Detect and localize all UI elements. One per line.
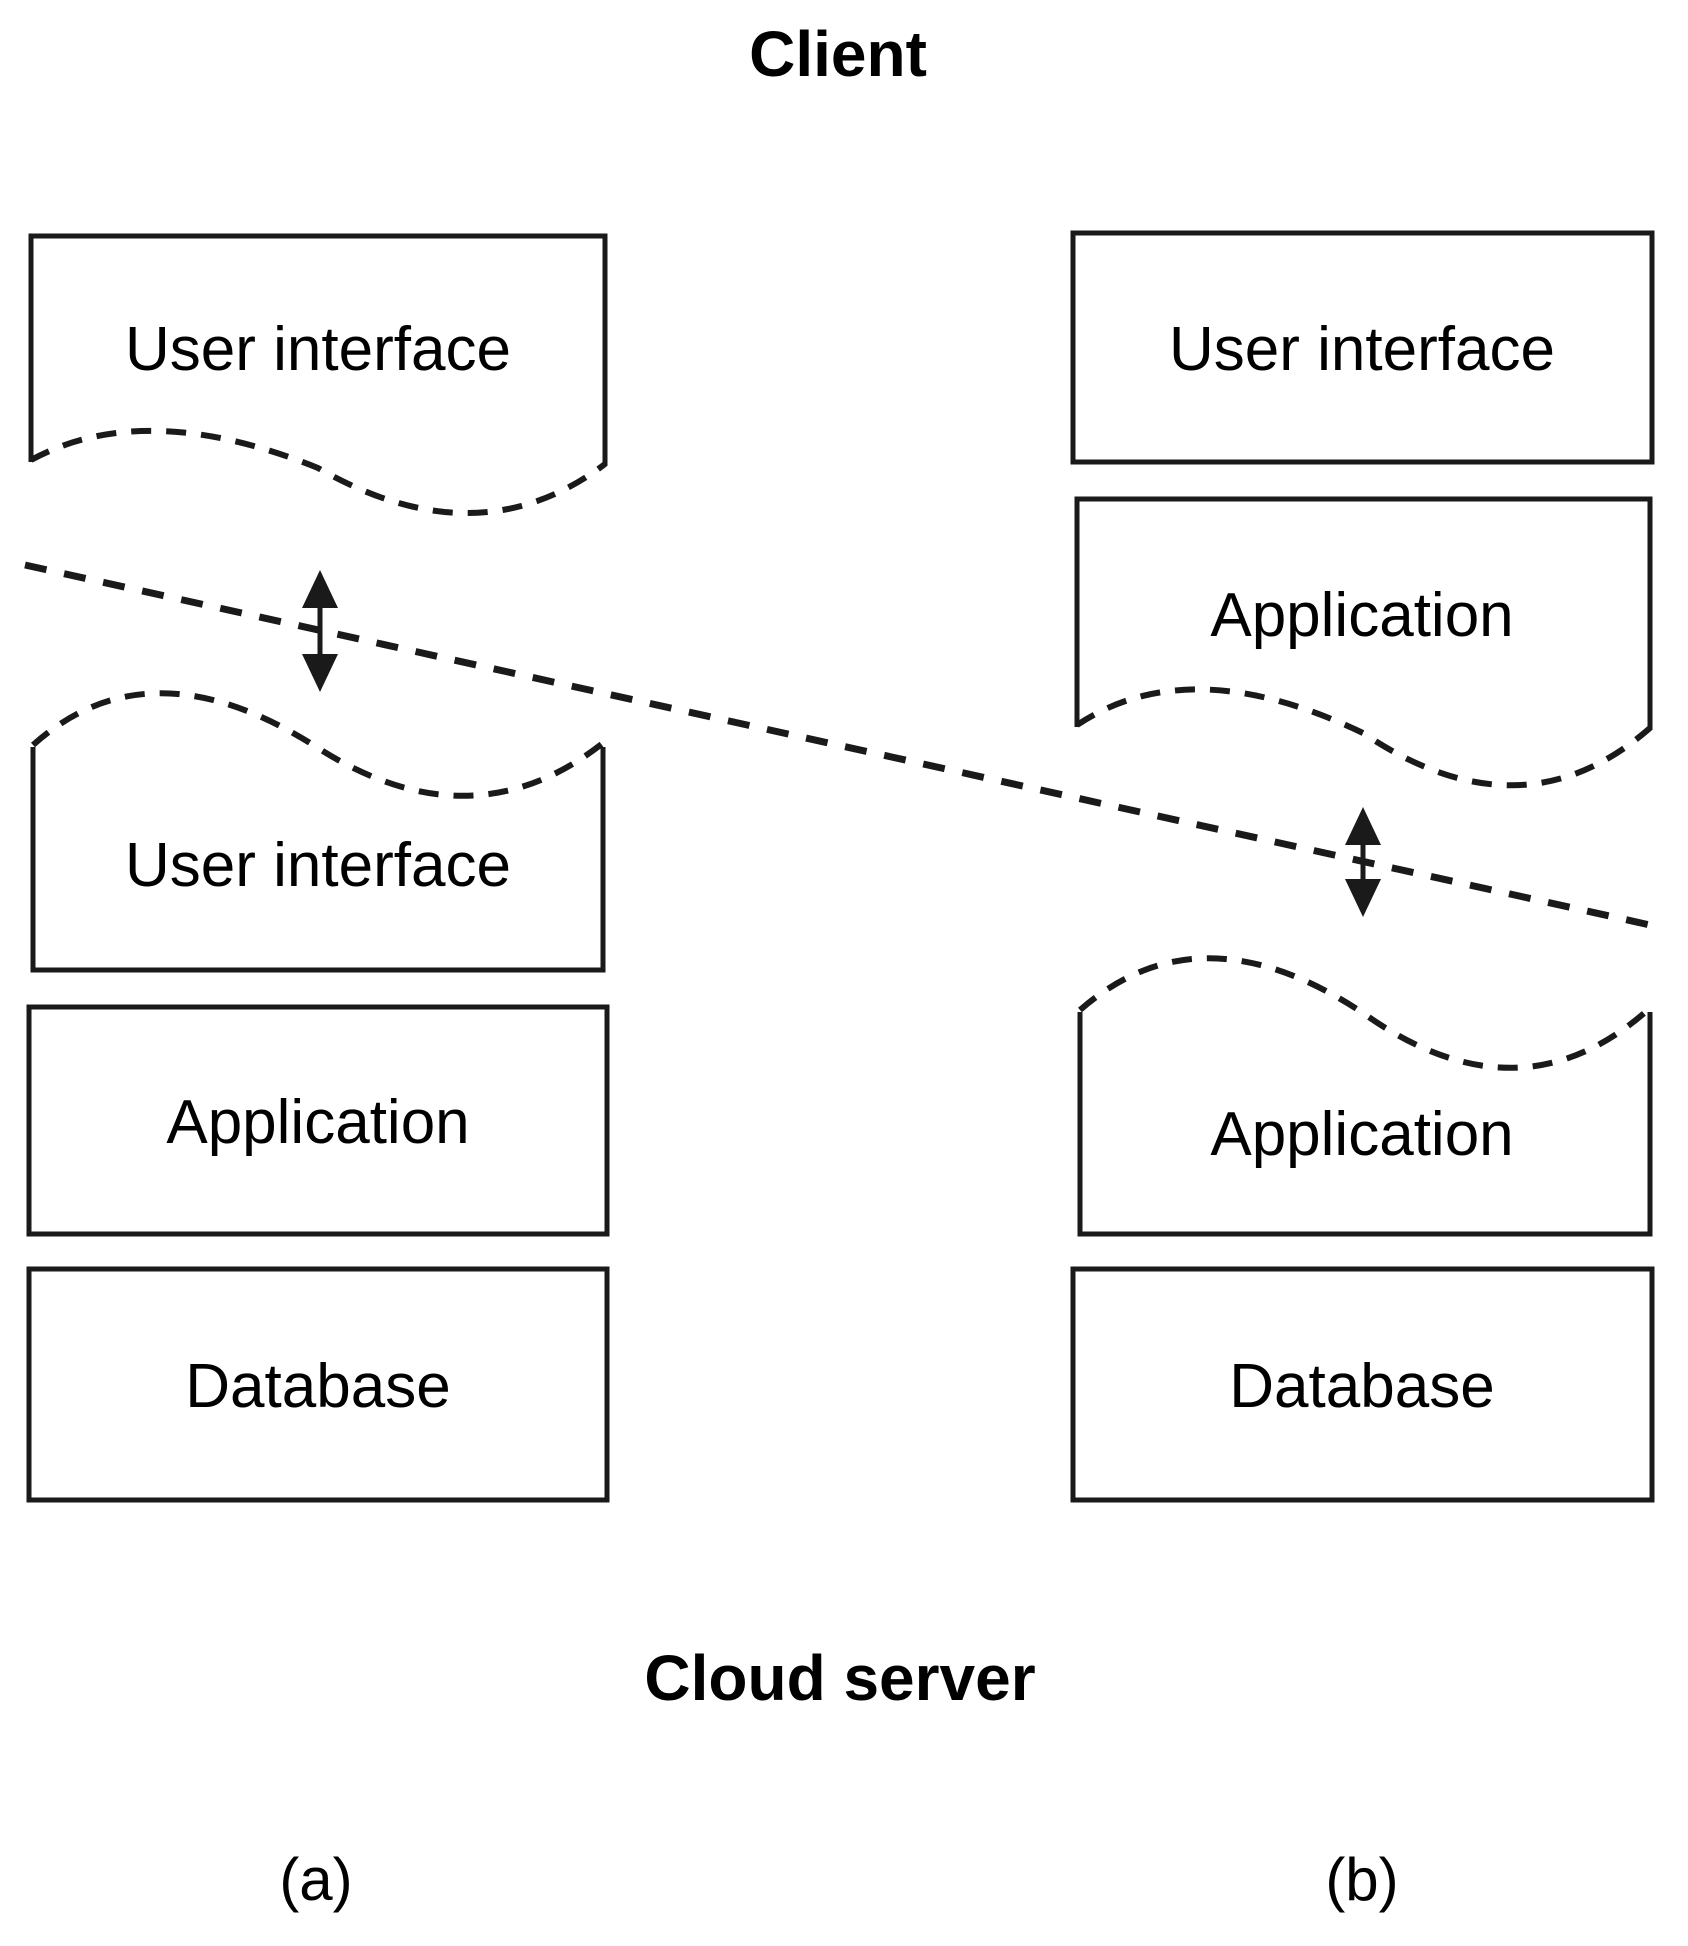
torn-edge-wave — [1078, 955, 1653, 1071]
box-frame — [26, 1266, 610, 1503]
panel-b-ui-box: User interface — [1070, 230, 1655, 465]
panel-a-application-box: Application — [26, 1004, 610, 1237]
panel-b-sync-arrow-icon — [1345, 807, 1381, 917]
torn-edge-wave — [1075, 686, 1652, 789]
panel-a-sync-arrow-icon — [302, 570, 338, 692]
client-region-label: Client — [749, 18, 927, 90]
panel-a-caption: (a) — [279, 1846, 352, 1913]
panel-a-ui-client-box: User interface — [28, 233, 608, 516]
arrow-head-up — [1345, 807, 1381, 845]
box-frame — [28, 233, 608, 466]
arrow-head-down — [302, 654, 338, 692]
arrow-head-down — [1345, 879, 1381, 917]
arrow-head-up — [302, 570, 338, 608]
box-label: User interface — [125, 831, 511, 900]
torn-edge-wave — [30, 690, 605, 799]
box-frame — [1074, 496, 1653, 730]
box-label: Database — [1229, 1352, 1494, 1421]
box-frame — [1077, 1012, 1653, 1237]
box-frame — [30, 747, 606, 973]
box-label: Database — [185, 1352, 450, 1421]
box-label: User interface — [1169, 315, 1555, 384]
panel-b-application-client-box: Application — [1074, 496, 1653, 789]
panel-b-caption: (b) — [1325, 1846, 1398, 1913]
cloud-server-region-label: Cloud server — [644, 1642, 1035, 1714]
panel-a-ui-server-box: User interface — [30, 690, 606, 973]
panel-a: User interface User interface Applicatio… — [26, 233, 610, 1913]
box-label: User interface — [125, 315, 511, 384]
panel-b-application-server-box: Application — [1077, 955, 1653, 1237]
box-frame — [1070, 1266, 1655, 1503]
box-label: Application — [166, 1088, 469, 1157]
box-frame — [1070, 230, 1655, 465]
panel-b-database-box: Database — [1070, 1266, 1655, 1503]
box-frame — [26, 1004, 610, 1237]
panel-b: User interface Application Application — [1070, 230, 1655, 1913]
box-label: Application — [1210, 581, 1513, 650]
torn-edge-wave — [29, 427, 607, 516]
box-label: Application — [1210, 1100, 1513, 1169]
panel-a-database-box: Database — [26, 1266, 610, 1503]
